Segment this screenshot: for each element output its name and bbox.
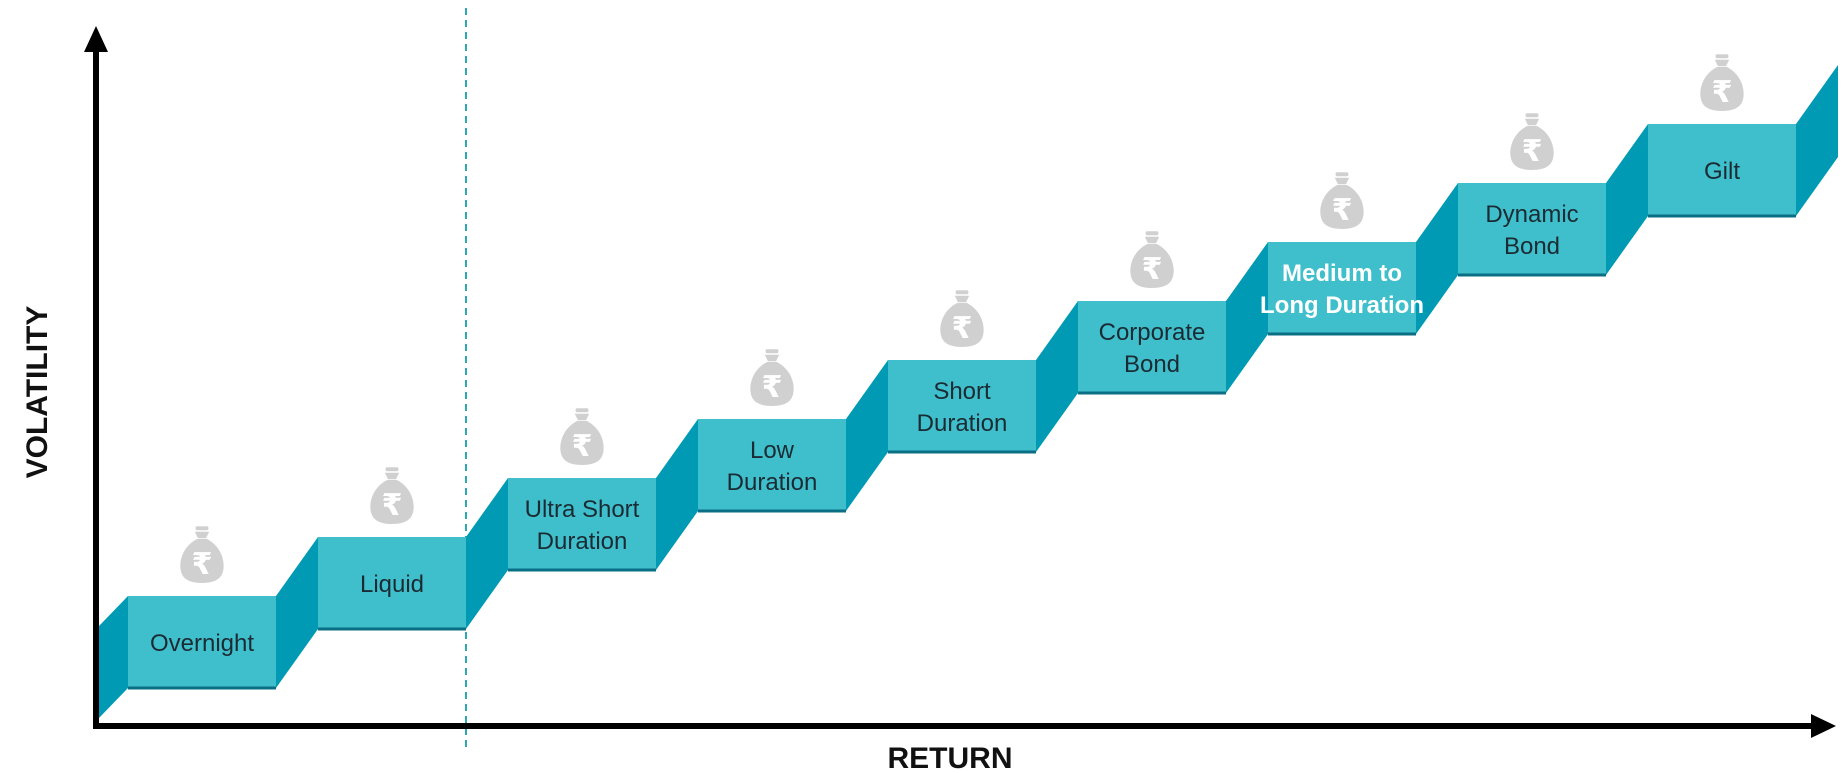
- step-label: Long Duration: [1260, 292, 1424, 319]
- step-medium-to-long-duration: Medium to Long Duration ₹: [1260, 172, 1458, 336]
- step-label: Medium to: [1282, 260, 1402, 287]
- step-riser: [656, 419, 698, 570]
- rupee-symbol: ₹: [1522, 135, 1543, 168]
- step-label: Duration: [537, 528, 628, 555]
- step-liquid: Liquid ₹: [318, 467, 508, 631]
- step-face: [888, 360, 1036, 452]
- money-bag-icon: ₹: [560, 408, 604, 465]
- money-bag-icon: ₹: [1700, 54, 1744, 111]
- step-face: [128, 596, 276, 688]
- step-riser: [1226, 242, 1268, 393]
- rupee-symbol: ₹: [1142, 253, 1163, 286]
- money-bag-icon: ₹: [370, 467, 414, 524]
- money-bag-icon: ₹: [1510, 113, 1554, 170]
- rupee-symbol: ₹: [952, 312, 973, 345]
- money-bag-icon: ₹: [940, 290, 984, 347]
- staircase: Overnight₹Liquid₹Ultra ShortDuration₹Low…: [99, 54, 1838, 718]
- step-label: Short: [933, 378, 991, 405]
- step-riser: [1796, 65, 1838, 216]
- step-overnight: Overnight ₹: [128, 526, 318, 690]
- money-bag-icon: ₹: [750, 349, 794, 406]
- rupee-symbol: ₹: [1712, 76, 1733, 109]
- x-axis-arrowhead: [1811, 714, 1836, 738]
- step-label: Overnight: [150, 630, 254, 657]
- step-label: Dynamic: [1485, 201, 1578, 228]
- step-gilt: Gilt ₹: [1648, 54, 1838, 218]
- rupee-symbol: ₹: [572, 430, 593, 463]
- step-riser: [99, 596, 128, 718]
- step-label: Bond: [1504, 233, 1560, 260]
- step-label: Ultra Short: [525, 496, 640, 523]
- step-riser: [1036, 301, 1078, 452]
- rupee-symbol: ₹: [1332, 194, 1353, 227]
- step-face: [318, 537, 466, 629]
- step-face: [1078, 301, 1226, 393]
- step-face: [508, 478, 656, 570]
- step-riser: [846, 360, 888, 511]
- money-bag-icon: ₹: [1130, 231, 1174, 288]
- axes: [84, 26, 1836, 738]
- step-label: Duration: [727, 469, 818, 496]
- rupee-symbol: ₹: [382, 489, 403, 522]
- step-label: Corporate: [1099, 319, 1206, 346]
- money-bag-icon: ₹: [180, 526, 224, 583]
- step-face: [698, 419, 846, 511]
- step-label: Liquid: [360, 571, 424, 598]
- step-label: Duration: [917, 410, 1008, 437]
- step-label: Low: [750, 437, 795, 464]
- step-face: [1458, 183, 1606, 275]
- step-riser: [1416, 183, 1458, 334]
- rupee-symbol: ₹: [192, 548, 213, 581]
- step-face: [1648, 124, 1796, 216]
- step-label: Gilt: [1704, 158, 1740, 185]
- step-riser: [1606, 124, 1648, 275]
- step-riser: [276, 537, 318, 688]
- rupee-symbol: ₹: [762, 371, 783, 404]
- y-axis-arrowhead: [84, 26, 108, 52]
- money-bag-icon: ₹: [1320, 172, 1364, 229]
- x-axis-title: RETURN: [888, 742, 1013, 773]
- y-axis-title: VOLATILITY: [21, 306, 54, 479]
- step-face: [1268, 242, 1416, 334]
- step-riser: [466, 478, 508, 629]
- step-label: Bond: [1124, 351, 1180, 378]
